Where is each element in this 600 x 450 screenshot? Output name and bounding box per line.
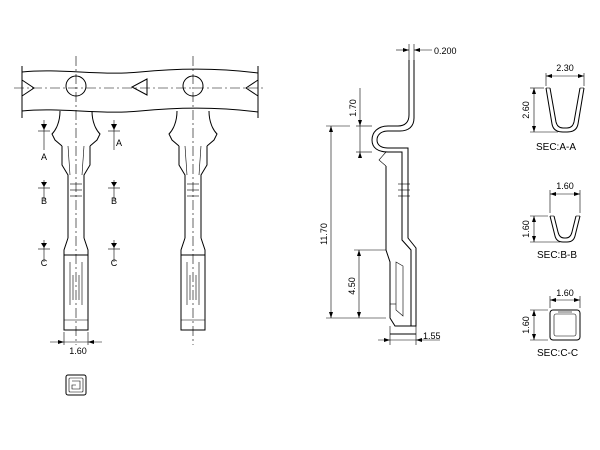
section-mark-c: C C (38, 240, 120, 268)
dimension-lower-length-value: 4.50 (347, 277, 357, 295)
section-letter-a-right: A (116, 138, 122, 148)
terminal-left (51, 110, 101, 331)
dimension-thickness-value: 0.200 (434, 46, 457, 56)
section-a-width-value: 2.30 (556, 63, 574, 73)
section-a-label: SEC:A-A (536, 142, 576, 153)
section-a-height-value: 2.60 (521, 101, 531, 119)
section-c-label: SEC:C-C (537, 348, 578, 359)
terminal-right (168, 110, 218, 331)
dimension-bottom-width-value: 1.55 (423, 331, 441, 341)
section-letter-c-right: C (111, 258, 118, 268)
section-b-label: SEC:B-B (537, 250, 577, 261)
section-a-view: 2.30 2.60 SEC:A-A (521, 63, 585, 153)
section-letter-b-right: B (111, 196, 117, 206)
dimension-front-width: 1.60 (50, 332, 102, 356)
section-c-view: 1.60 1.60 SEC:C-C (521, 288, 581, 359)
section-c-width-value: 1.60 (556, 288, 574, 298)
section-mark-a: A A (38, 120, 122, 162)
dimension-total-length: 11.70 (319, 125, 386, 319)
section-letter-a-left: A (41, 152, 47, 162)
section-letter-b-left: B (41, 196, 47, 206)
section-b-view: 1.60 1.60 SEC:B-B (521, 181, 581, 261)
carrier-strip (14, 56, 265, 345)
section-mark-b: B B (38, 180, 120, 206)
section-c-height-value: 1.60 (521, 316, 531, 334)
section-b-height-value: 1.60 (521, 220, 531, 238)
dimension-thickness: 0.200 (396, 44, 457, 60)
dimension-upper-height: 1.70 (348, 88, 372, 158)
dimension-front-width-value: 1.60 (69, 346, 87, 356)
dimension-bottom-width: 1.55 (378, 331, 441, 345)
dimension-total-length-value: 11.70 (319, 223, 329, 245)
strip-notch-right (245, 79, 259, 97)
section-b-width-value: 1.60 (556, 181, 574, 191)
strip-notch-center (130, 78, 148, 96)
dimension-lower-length: 4.50 (347, 249, 386, 318)
dimension-upper-height-value: 1.70 (348, 99, 358, 117)
side-view (371, 60, 417, 335)
end-view-symbol (65, 374, 87, 396)
section-letter-c-left: C (41, 258, 48, 268)
